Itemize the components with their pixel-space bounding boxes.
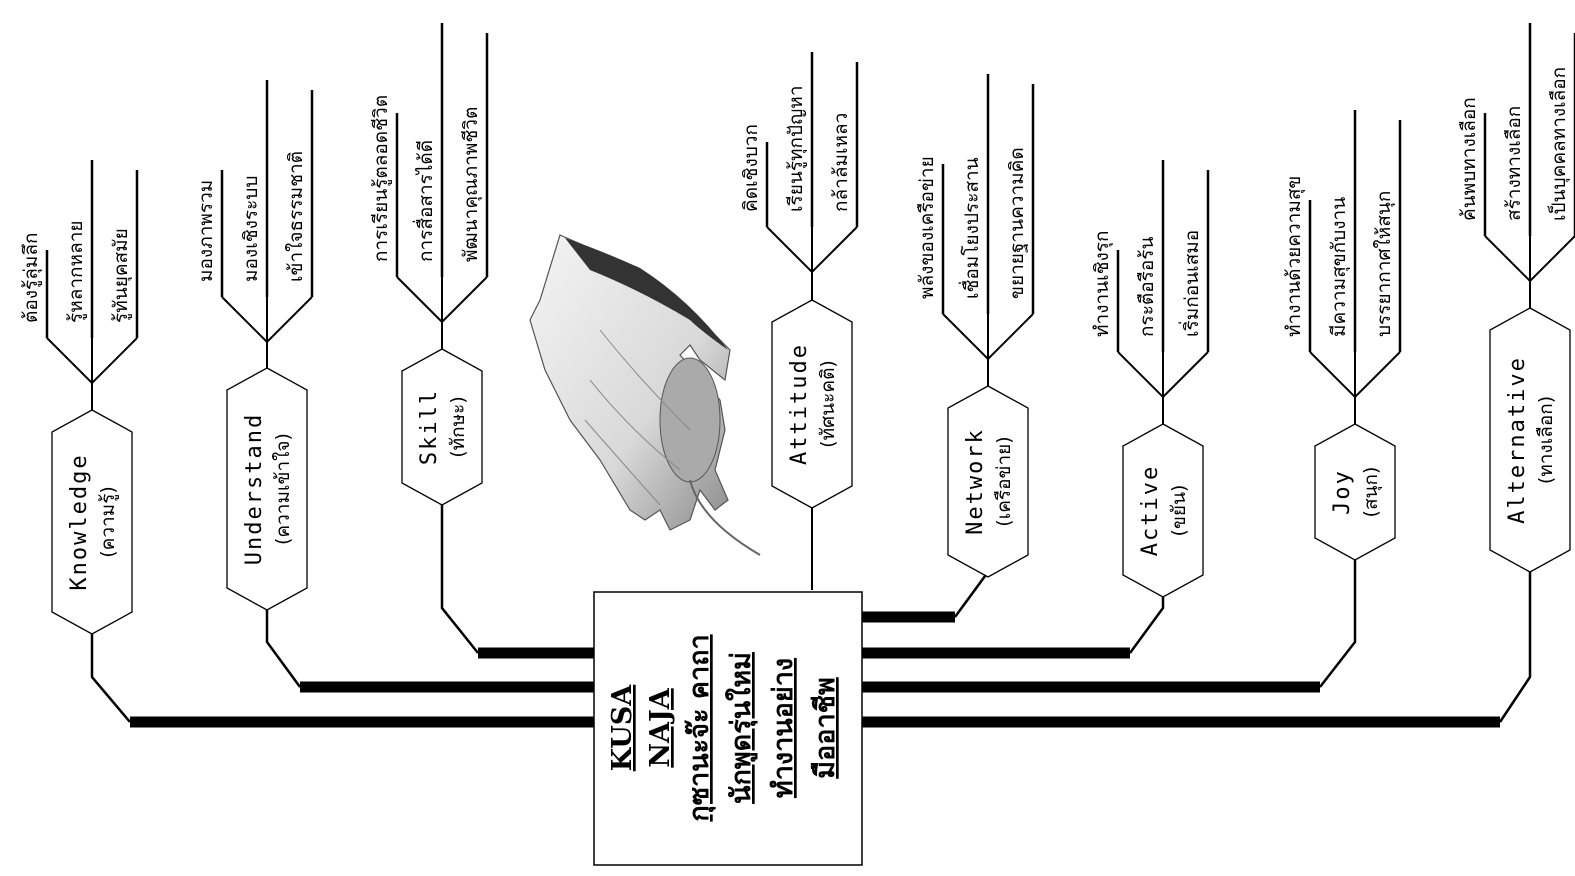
category-label-en: Understand: [242, 413, 267, 565]
item-label: ต้องรู้ลุ่มลึก: [20, 232, 43, 323]
center-title-line-5: ทำงานอย่าง: [768, 658, 799, 798]
item-label: มองเชิงระบบ: [240, 176, 262, 282]
center-title-line-3: กุซานะจ๊ะ คาถา: [684, 634, 716, 821]
category-label-th: (ทักษะ): [447, 396, 469, 458]
branch-connector: [862, 597, 1165, 659]
item-label: รู้หลากหลาย: [65, 220, 87, 323]
item-label: มีความสุขกับงาน: [1328, 197, 1351, 337]
item-label: เชื่อมโยงประสาน: [958, 157, 983, 299]
branch-connector: [862, 568, 990, 623]
item-label: พัฒนาคุณภาพชีวิต: [460, 107, 483, 262]
item-label: การเรียนรู้ตลอดชีวิต: [370, 95, 392, 262]
item-label: ค้นพบทางเลือก: [1458, 97, 1480, 221]
category-hexagon: [226, 367, 308, 611]
category-label-en: Network: [963, 428, 988, 535]
branch-attitude: Attitude(ทัศนะคติ) คิดเชิงบวก เรียนรู้ทุกป…: [740, 52, 859, 509]
category-label-en: Joy: [1330, 469, 1355, 515]
category-hexagon: [1122, 423, 1204, 598]
branch-connector: [440, 505, 594, 659]
branch-active: Active(ขยัน) ทำงานเชิงรุก กระตือรือร้น เริ่…: [1091, 160, 1210, 598]
category-label-en: Skill: [417, 389, 442, 465]
category-label-th: (ความรู้): [97, 486, 119, 558]
item-label: เริ่มก่อนเสมอ: [1178, 230, 1203, 337]
item-label: มองภาพรวม: [195, 180, 217, 282]
item-label: ทำงานด้วยความสุข: [1283, 176, 1306, 337]
category-hexagon: [1489, 307, 1571, 573]
category-label-en: Alternative: [1505, 356, 1530, 524]
branch-connector: [862, 560, 1357, 693]
item-label: เป็นบุคคลทางเลือก: [1546, 67, 1571, 221]
center-box: KUSA NAJA กุซานะจ๊ะ คาถา นักพูดรุ่นใหม่ …: [593, 591, 863, 866]
branch-understand: Understand(ความเข้าใจ) มองภาพรวม มองเชิงระ…: [195, 80, 314, 611]
item-label: รู้ทันยุคสมัย: [110, 228, 133, 323]
category-label-th: (ทางเลือก): [1535, 396, 1557, 484]
center-title-line-6: มืออาชีพ: [810, 677, 841, 779]
category-label-th: (เครือข่าย): [993, 436, 1015, 526]
branch-connector: [265, 610, 594, 693]
branch-connector: [862, 572, 1532, 728]
category-hexagon: [947, 385, 1029, 578]
category-label-th: (ความเข้าใจ): [272, 433, 294, 545]
branch-alternative: Alternative(ทางเลือก) ค้นพบทางเลือก สร้างท…: [1458, 23, 1575, 573]
category-label-en: Active: [1138, 465, 1163, 556]
item-label: การสื่อสารได้ดี: [412, 140, 437, 262]
item-label: เข้าใจธรรมชาติ: [285, 151, 307, 282]
category-label-th: (สนุก): [1360, 467, 1383, 518]
category-label-th: (ขยัน): [1168, 485, 1190, 537]
connector-lines: [90, 505, 1532, 728]
item-label: เรียนรู้ทุกปัญหา: [785, 86, 808, 213]
category-label-th: (ทัศนะคติ): [817, 360, 839, 448]
branch-skill: Skill(ทักษะ) การเรียนรู้ตลอดชีวิต การสื่อส…: [370, 23, 489, 506]
item-label: บรรยากาศให้สนุก: [1373, 191, 1396, 337]
item-label: คิดเชิงบวก: [740, 124, 762, 212]
category-hexagon: [51, 409, 133, 635]
branch-network: Network(เครือข่าย) พลังของเครือข่าย เชื่อม…: [916, 74, 1035, 578]
branch-knowledge: Knowledge(ความรู้) ต้องรู้ลุ่มลึก รู้หลากห…: [20, 160, 139, 635]
item-label: ขยายฐานความคิด: [1006, 147, 1028, 299]
branch-joy: Joy(สนุก) ทำงานด้วยความสุข มีความสุขกับงาน…: [1283, 110, 1402, 561]
category-label-en: Knowledge: [67, 453, 92, 590]
category-hexagon: [401, 348, 483, 506]
branch-connector: [90, 634, 594, 728]
category-hexagon: [771, 299, 853, 509]
category-hexagon: [1314, 423, 1396, 561]
item-label: กล้าล้มเหลว: [830, 113, 852, 212]
category-label-en: Attitude: [787, 343, 812, 465]
item-label: พลังของเครือข่าย: [916, 156, 938, 299]
center-title-line-1: KUSA: [607, 684, 638, 772]
center-title-line-4: นักพูดรุ่นใหม่: [725, 652, 758, 804]
hand-on-mouse-icon: [529, 234, 761, 556]
item-label: กระตือรือร้น: [1136, 237, 1158, 337]
item-label: ทำงานเชิงรุก: [1091, 230, 1114, 337]
center-title-line-2: NAJA: [645, 687, 676, 767]
item-label: สร้างทางเลือก: [1503, 106, 1525, 221]
